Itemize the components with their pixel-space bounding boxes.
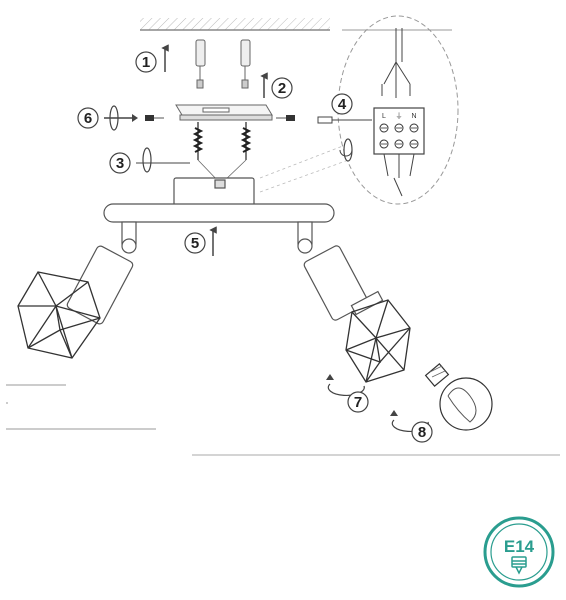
terminal-label-earth: ⏚ bbox=[396, 112, 403, 120]
ceiling bbox=[140, 18, 330, 31]
terminal-block: L ⏚ N bbox=[373, 107, 425, 155]
mounting-bracket bbox=[175, 104, 273, 121]
right-cage-shade bbox=[345, 299, 411, 383]
step-4-marker: 4 bbox=[331, 93, 353, 162]
step-3-number: 3 bbox=[116, 155, 124, 172]
e14-label: E14 bbox=[504, 537, 535, 556]
wall-plugs bbox=[195, 39, 251, 89]
step-6-marker: 6 bbox=[77, 105, 295, 131]
step-5-number: 5 bbox=[191, 235, 199, 252]
terminal-label-n: N bbox=[411, 113, 416, 120]
step-5-marker: 5 bbox=[184, 226, 217, 256]
threaded-rods bbox=[192, 122, 252, 184]
step-1-number: 1 bbox=[142, 54, 150, 71]
left-spot-arm bbox=[66, 221, 137, 325]
step-7-number: 7 bbox=[354, 394, 362, 411]
terminal-label-l: L bbox=[382, 113, 386, 120]
e14-badge: E14 bbox=[483, 516, 555, 588]
step-6-number: 6 bbox=[84, 110, 92, 127]
canopy-box bbox=[173, 177, 255, 207]
step-8-marker: 8 bbox=[390, 410, 433, 443]
bulb-base-icon bbox=[511, 556, 527, 575]
callout-lines bbox=[259, 143, 355, 193]
left-cage-shade bbox=[17, 271, 101, 359]
step-2-number: 2 bbox=[278, 80, 286, 97]
step-4-number: 4 bbox=[338, 96, 347, 113]
step-8-number: 8 bbox=[418, 424, 426, 441]
light-bulb bbox=[424, 363, 493, 431]
wiring-detail: L ⏚ N bbox=[317, 15, 459, 205]
screwdriver bbox=[317, 116, 372, 124]
light-bar bbox=[103, 203, 335, 223]
step-2-marker: 2 bbox=[260, 72, 293, 99]
step-7-marker: 7 bbox=[326, 374, 369, 413]
step-3-marker: 3 bbox=[109, 147, 190, 174]
step-1-marker: 1 bbox=[135, 44, 169, 73]
faint-marks bbox=[6, 384, 156, 430]
